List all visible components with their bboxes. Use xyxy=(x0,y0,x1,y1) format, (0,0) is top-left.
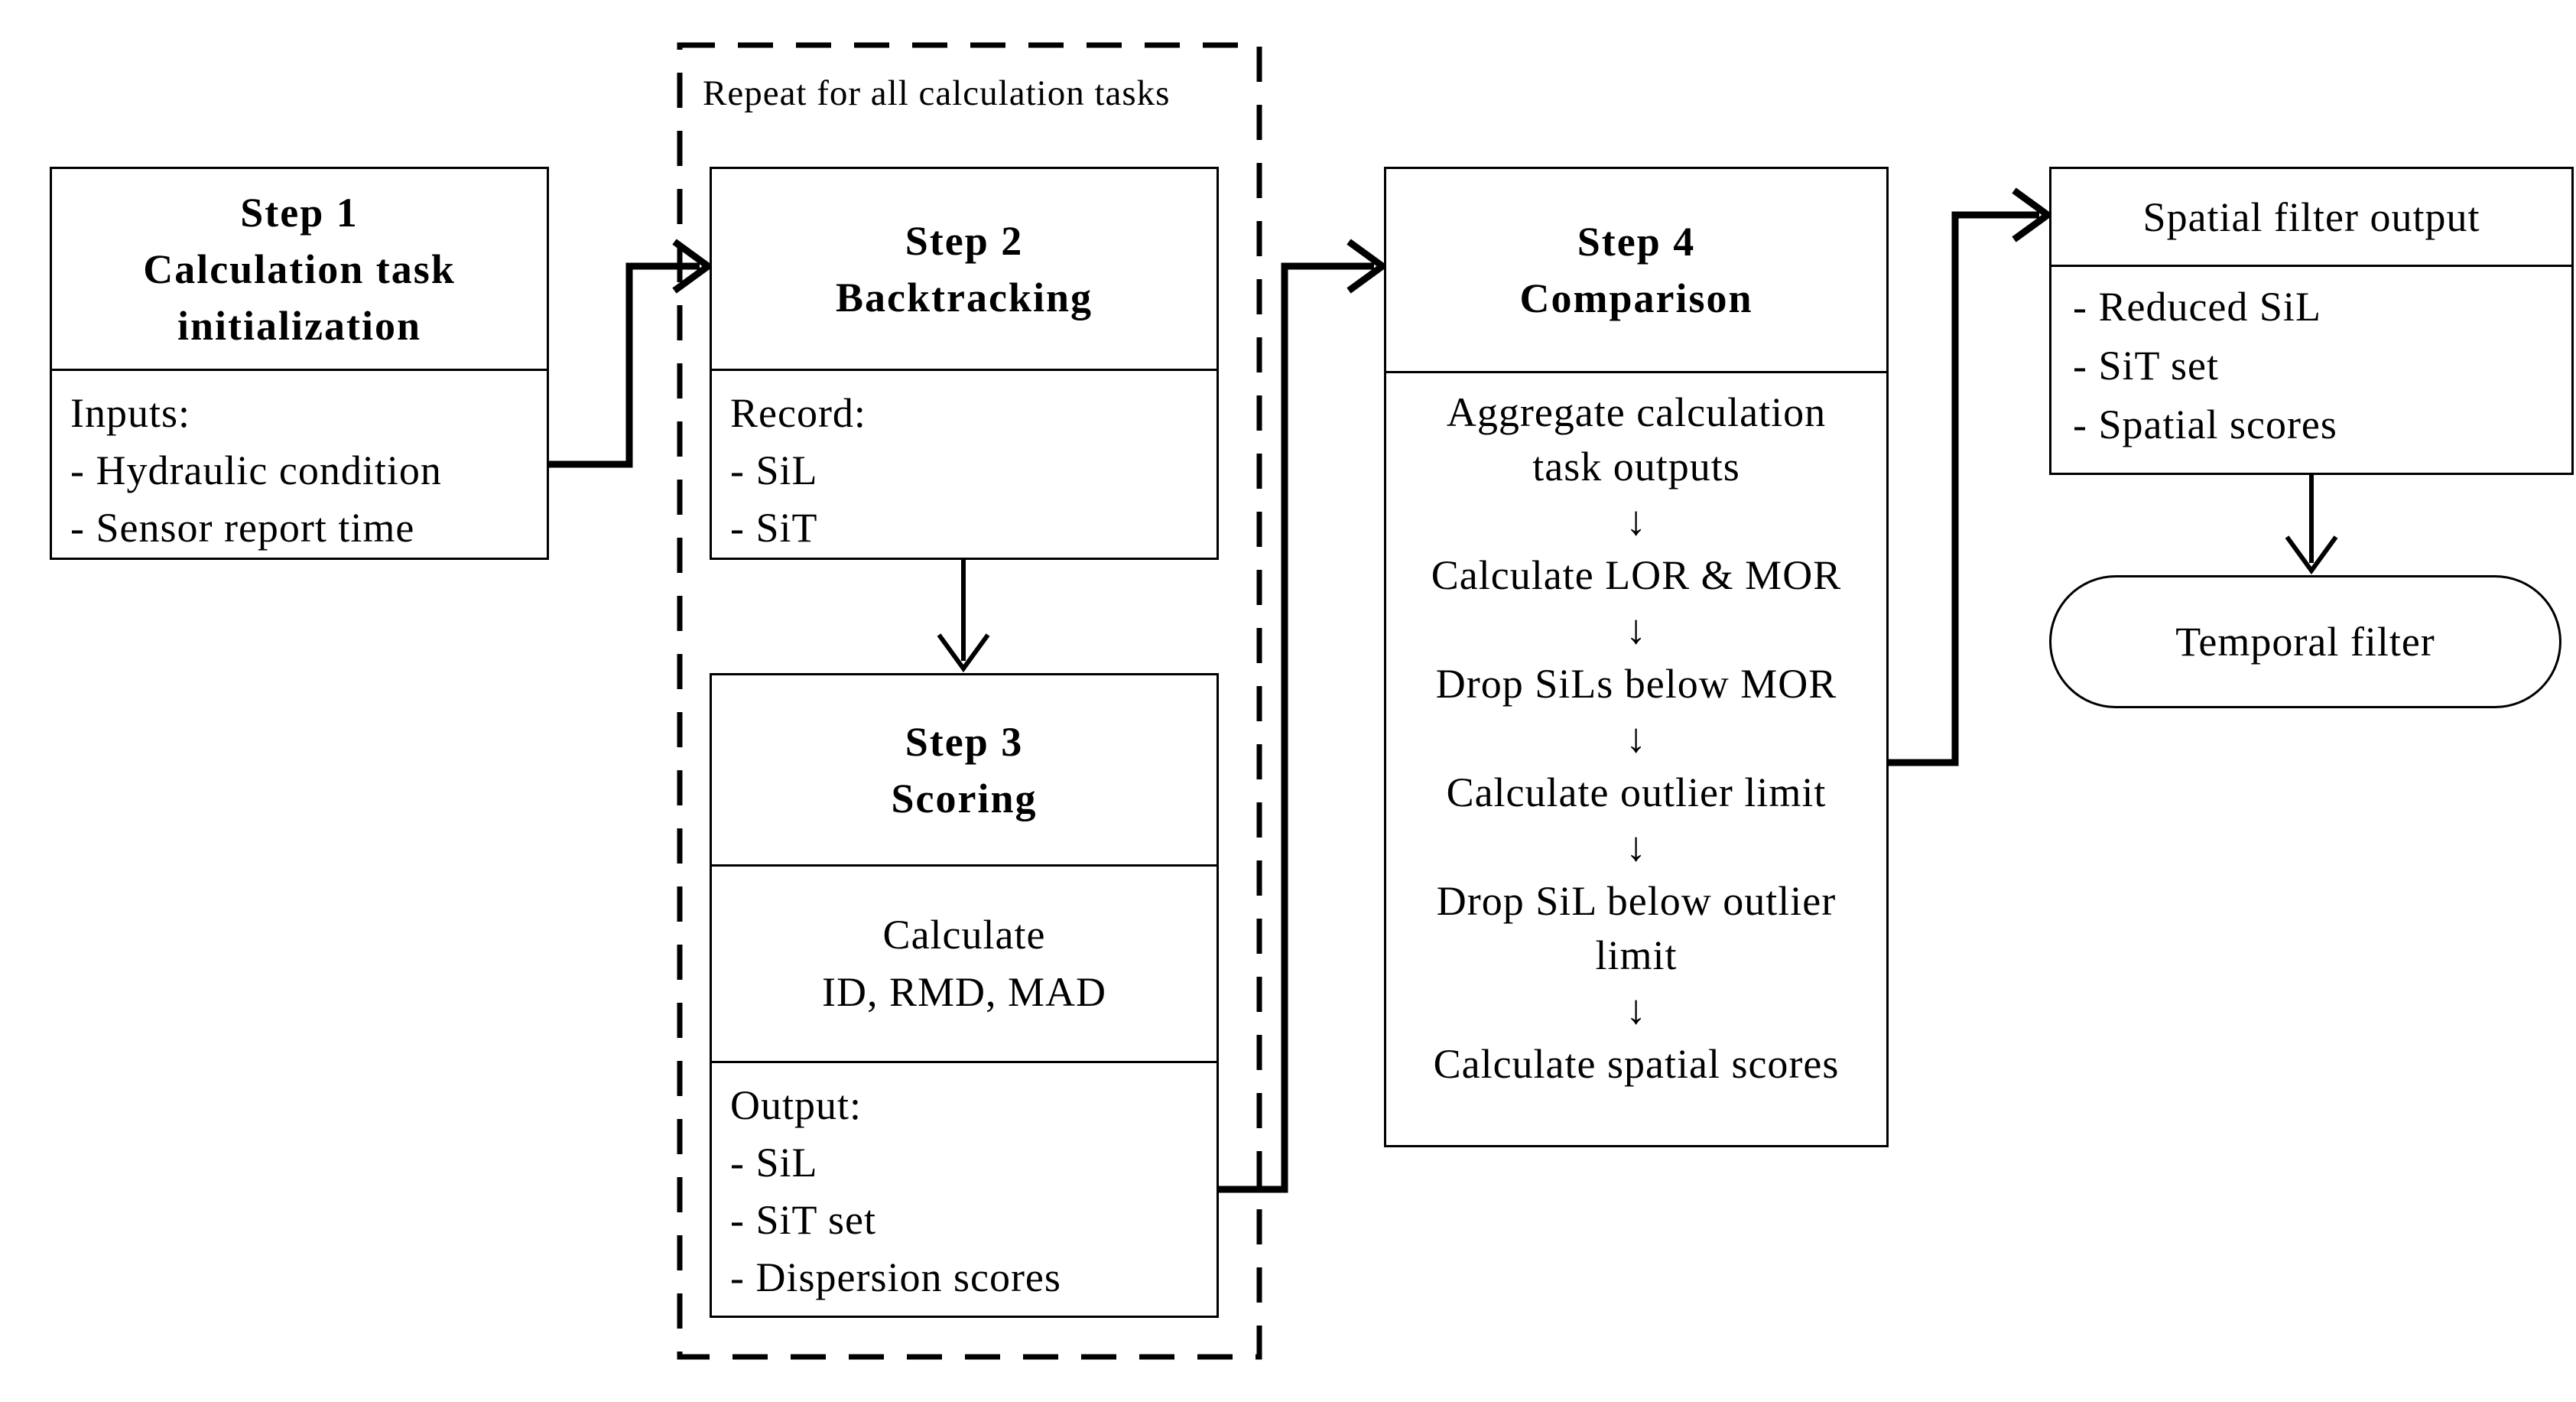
arrow-right-icon xyxy=(2012,187,2054,242)
step4-header: Step 4 Comparison xyxy=(1386,169,1886,373)
connector-spatial-output-to-temporal-filter xyxy=(2285,475,2338,575)
step4-flow-item: Drop SiL below outlier limit xyxy=(1436,878,1837,978)
repeat-group-dashed-border xyxy=(677,42,1262,1360)
step3-output-line: Output: xyxy=(730,1082,862,1128)
step1-body: Inputs: - Hydraulic condition - Sensor r… xyxy=(52,371,547,558)
step4-flow-item: Aggregate calculation task outputs xyxy=(1446,389,1827,490)
spatial-filter-output-line: - Spatial scores xyxy=(2073,402,2337,447)
arrow-down-icon xyxy=(937,633,990,673)
flow-arrow-down-icon: ↓ xyxy=(1626,607,1647,652)
step2-box: Step 2 Backtracking Record: - SiL - SiT xyxy=(710,167,1219,560)
step4-subtitle: Comparison xyxy=(1519,275,1753,321)
spatial-filter-output-body: - Reduced SiL - SiT set - Spatial scores xyxy=(2051,267,2571,473)
step3-calc-section: Calculate ID, RMD, MAD xyxy=(712,867,1217,1063)
connector-step2-to-step3 xyxy=(937,560,990,673)
repeat-group-label: Repeat for all calculation tasks xyxy=(703,73,1171,113)
spatial-filter-output-line: - SiT set xyxy=(2073,343,2220,389)
step3-box: Step 3 Scoring Calculate ID, RMD, MAD Ou… xyxy=(710,673,1219,1318)
step2-body: Record: - SiL - SiT xyxy=(712,371,1217,558)
step3-output-line: - Dispersion scores xyxy=(730,1254,1061,1300)
step2-subtitle: Backtracking xyxy=(835,274,1093,320)
step1-subtitle: Calculation task initialization xyxy=(143,246,456,349)
step4-flow-item: Calculate spatial scores xyxy=(1433,1041,1840,1087)
step2-body-line: Record: xyxy=(730,390,866,436)
step3-header: Step 3 Scoring xyxy=(712,675,1217,867)
step3-output-section: Output: - SiL - SiT set - Dispersion sco… xyxy=(712,1063,1217,1316)
step2-header: Step 2 Backtracking xyxy=(712,169,1217,371)
step2-body-line: - SiL xyxy=(730,447,818,493)
step3-subtitle: Scoring xyxy=(891,775,1038,821)
step4-flow-item: Calculate LOR & MOR xyxy=(1431,552,1842,598)
connector-step3-to-step4 xyxy=(1219,239,1389,1193)
connector-step1-to-step2 xyxy=(549,239,714,468)
step4-flow-item: Drop SiLs below MOR xyxy=(1435,661,1837,707)
step1-header: Step 1 Calculation task initialization xyxy=(52,169,547,371)
spatial-filter-output-box: Spatial filter output - Reduced SiL - Si… xyxy=(2049,167,2574,475)
step3-calc-line: ID, RMD, MAD xyxy=(821,969,1107,1015)
spatial-filter-output-line: - Reduced SiL xyxy=(2073,284,2321,330)
step4-flow: Aggregate calculation task outputs ↓ Cal… xyxy=(1386,373,1886,1145)
arrow-down-icon xyxy=(2285,535,2338,575)
step1-box: Step 1 Calculation task initialization I… xyxy=(50,167,549,560)
step1-title: Step 1 xyxy=(240,189,359,236)
temporal-filter-node: Temporal filter xyxy=(2049,575,2561,708)
step1-body-line: - Sensor report time xyxy=(70,505,415,551)
step3-output-line: - SiT set xyxy=(730,1197,877,1243)
flow-arrow-down-icon: ↓ xyxy=(1626,498,1647,544)
step1-body-line: - Hydraulic condition xyxy=(70,447,442,493)
arrow-right-icon xyxy=(1346,239,1389,294)
flow-arrow-down-icon: ↓ xyxy=(1626,824,1647,870)
step2-title: Step 2 xyxy=(905,217,1024,264)
step3-output-line: - SiL xyxy=(730,1140,818,1186)
spatial-filter-output-header: Spatial filter output xyxy=(2051,169,2571,267)
connector-step4-to-spatial-output xyxy=(1887,187,2054,766)
flow-arrow-down-icon: ↓ xyxy=(1626,987,1647,1033)
step4-box: Step 4 Comparison Aggregate calculation … xyxy=(1384,167,1889,1147)
spatial-filter-output-title: Spatial filter output xyxy=(2142,194,2480,240)
step1-body-line: Inputs: xyxy=(70,390,191,436)
step3-calc-line: Calculate xyxy=(882,912,1046,958)
step3-title: Step 3 xyxy=(905,718,1024,765)
step4-flow-item: Calculate outlier limit xyxy=(1446,769,1827,815)
temporal-filter-label: Temporal filter xyxy=(2175,619,2435,665)
step4-title: Step 4 xyxy=(1577,219,1696,265)
step2-body-line: - SiT xyxy=(730,505,818,551)
arrow-right-icon xyxy=(672,239,714,294)
flow-arrow-down-icon: ↓ xyxy=(1626,715,1647,761)
